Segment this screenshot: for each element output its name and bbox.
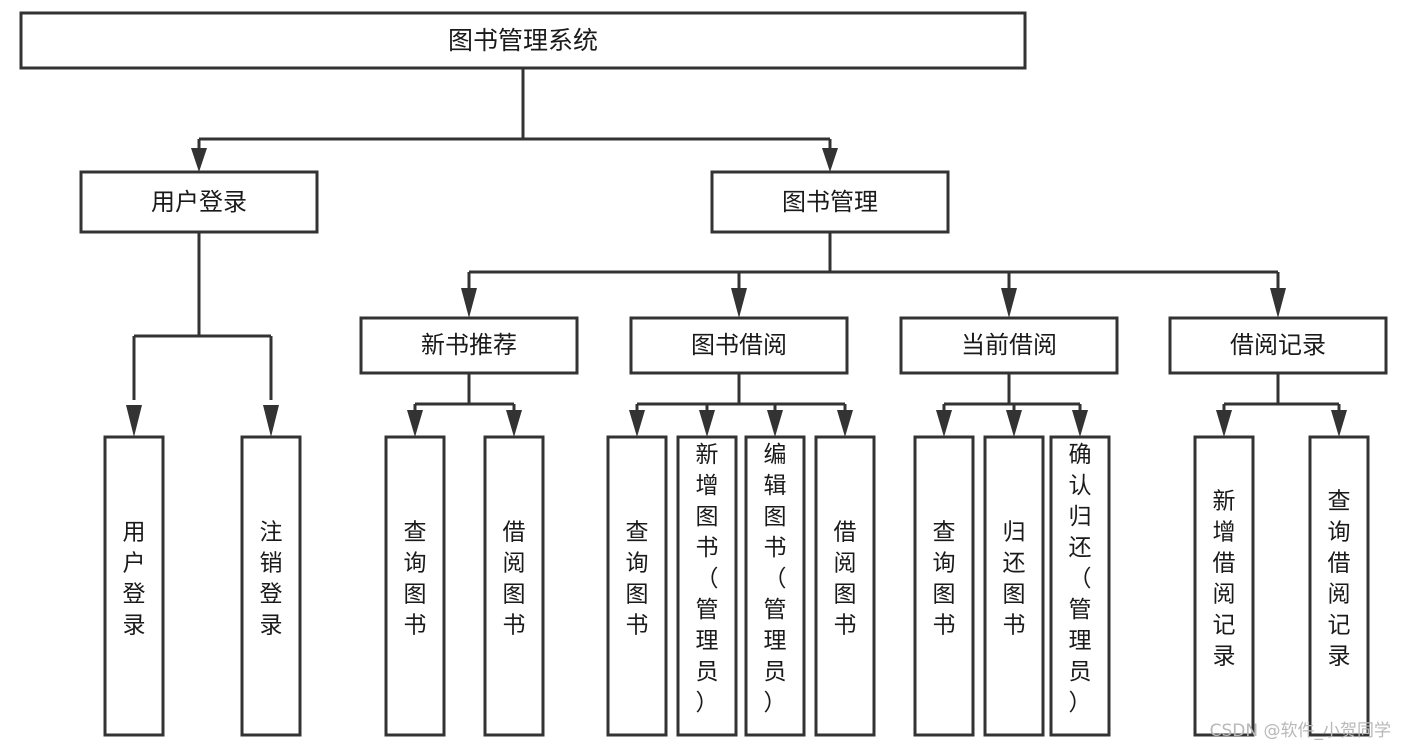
node-leaf-11-box[interactable] bbox=[1049, 435, 1111, 737]
node-leaf-6-label: 新增图书（管理员） bbox=[696, 442, 719, 716]
node-leaf-1[interactable]: 用户登录 bbox=[103, 435, 165, 737]
arrow-to-borrow-record bbox=[1270, 288, 1286, 318]
node-borrow-record-box[interactable] bbox=[1168, 316, 1388, 375]
node-leaf-10[interactable]: 归还图书 bbox=[983, 435, 1045, 737]
node-leaf-12-label: 新增借阅记录 bbox=[1213, 489, 1236, 670]
connector-layer bbox=[126, 68, 1347, 437]
node-leaf-13[interactable]: 查询借阅记录 bbox=[1308, 435, 1370, 737]
node-leaf-2-box[interactable] bbox=[240, 435, 302, 737]
arrow-to-leaf-1 bbox=[126, 405, 142, 437]
node-leaf-2-label: 注销登录 bbox=[260, 520, 283, 639]
node-book-borrow[interactable]: 图书借阅 bbox=[629, 316, 849, 375]
node-new-book-rec-label: 新书推荐 bbox=[421, 331, 517, 359]
node-current-borrow-box[interactable] bbox=[899, 316, 1119, 375]
node-leaf-7-box[interactable] bbox=[744, 435, 806, 737]
node-current-borrow[interactable]: 当前借阅 bbox=[899, 316, 1119, 375]
arrow-to-leaf-5 bbox=[629, 410, 645, 437]
node-leaf-4-box[interactable] bbox=[483, 435, 545, 737]
node-book-manage[interactable]: 图书管理 bbox=[710, 170, 950, 234]
node-leaf-8-box[interactable] bbox=[814, 435, 876, 737]
node-leaf-9-label: 查询图书 bbox=[933, 520, 956, 639]
node-leaf-13-box[interactable] bbox=[1308, 435, 1370, 737]
node-leaf-9-box[interactable] bbox=[913, 435, 975, 737]
node-borrow-record[interactable]: 借阅记录 bbox=[1168, 316, 1388, 375]
node-leaf-8[interactable]: 借阅图书 bbox=[814, 435, 876, 737]
node-root[interactable]: 图书管理系统 bbox=[19, 11, 1027, 70]
leaf-nodes-layer: 用户登录 注销登录 查询图书 借阅图书 查询图书 新增图书（管理员） bbox=[103, 435, 1370, 737]
node-leaf-4[interactable]: 借阅图书 bbox=[483, 435, 545, 737]
arrow-to-book-manage bbox=[822, 148, 838, 172]
node-book-borrow-box[interactable] bbox=[629, 316, 849, 375]
node-leaf-3-box[interactable] bbox=[384, 435, 446, 737]
node-current-borrow-label: 当前借阅 bbox=[961, 331, 1057, 359]
node-book-manage-label: 图书管理 bbox=[782, 188, 878, 216]
arrow-to-leaf-12 bbox=[1216, 410, 1232, 437]
arrow-to-leaf-2 bbox=[263, 405, 279, 437]
arrow-to-leaf-11 bbox=[1072, 410, 1088, 437]
node-user-login[interactable]: 用户登录 bbox=[79, 170, 319, 234]
arrow-to-book-borrow bbox=[731, 288, 747, 318]
node-leaf-1-box[interactable] bbox=[103, 435, 165, 737]
node-root-label: 图书管理系统 bbox=[448, 26, 598, 55]
arrow-to-current-borrow bbox=[1001, 288, 1017, 318]
node-leaf-10-label: 归还图书 bbox=[1003, 520, 1026, 639]
node-leaf-8-label: 借阅图书 bbox=[834, 520, 857, 639]
node-leaf-7[interactable]: 编辑图书（管理员） bbox=[744, 435, 806, 737]
node-leaf-11-label: 确认归还（管理员） bbox=[1069, 442, 1092, 716]
node-leaf-3[interactable]: 查询图书 bbox=[384, 435, 446, 737]
arrow-to-leaf-4 bbox=[506, 410, 522, 437]
arrow-to-new-book-rec bbox=[461, 288, 477, 318]
node-user-login-box[interactable] bbox=[79, 170, 319, 234]
node-book-manage-box[interactable] bbox=[710, 170, 950, 234]
arrow-to-leaf-8 bbox=[837, 410, 853, 437]
node-book-borrow-label: 图书借阅 bbox=[691, 331, 787, 359]
node-leaf-5-label: 查询图书 bbox=[626, 520, 649, 639]
node-new-book-rec[interactable]: 新书推荐 bbox=[359, 316, 579, 375]
node-leaf-12[interactable]: 新增借阅记录 bbox=[1193, 435, 1255, 737]
node-leaf-9[interactable]: 查询图书 bbox=[913, 435, 975, 737]
arrow-to-leaf-10 bbox=[1006, 410, 1022, 437]
node-leaf-6-box[interactable] bbox=[676, 435, 738, 737]
node-leaf-4-label: 借阅图书 bbox=[503, 520, 526, 639]
node-user-login-label: 用户登录 bbox=[151, 188, 247, 216]
node-new-book-rec-box[interactable] bbox=[359, 316, 579, 375]
node-leaf-1-label: 用户登录 bbox=[123, 520, 146, 639]
node-leaf-11[interactable]: 确认归还（管理员） bbox=[1049, 435, 1111, 737]
node-leaf-10-box[interactable] bbox=[983, 435, 1045, 737]
arrow-to-leaf-6 bbox=[699, 410, 715, 437]
node-leaf-13-label: 查询借阅记录 bbox=[1328, 489, 1351, 670]
csdn-watermark: CSDN @软件_小贺同学 bbox=[1209, 721, 1391, 741]
node-leaf-2[interactable]: 注销登录 bbox=[240, 435, 302, 737]
node-leaf-7-label: 编辑图书（管理员） bbox=[764, 442, 787, 716]
node-leaf-3-label: 查询图书 bbox=[404, 520, 427, 639]
node-leaf-6[interactable]: 新增图书（管理员） bbox=[676, 435, 738, 737]
arrow-to-leaf-3 bbox=[407, 410, 423, 437]
node-borrow-record-label: 借阅记录 bbox=[1230, 331, 1326, 359]
arrow-to-user-login bbox=[191, 148, 207, 172]
node-leaf-12-box[interactable] bbox=[1193, 435, 1255, 737]
node-root-box[interactable] bbox=[19, 11, 1027, 70]
arrow-to-leaf-7 bbox=[767, 410, 783, 437]
arrow-to-leaf-9 bbox=[936, 410, 952, 437]
node-leaf-5-box[interactable] bbox=[606, 435, 668, 737]
arrow-to-leaf-13 bbox=[1331, 410, 1347, 437]
node-leaf-5[interactable]: 查询图书 bbox=[606, 435, 668, 737]
